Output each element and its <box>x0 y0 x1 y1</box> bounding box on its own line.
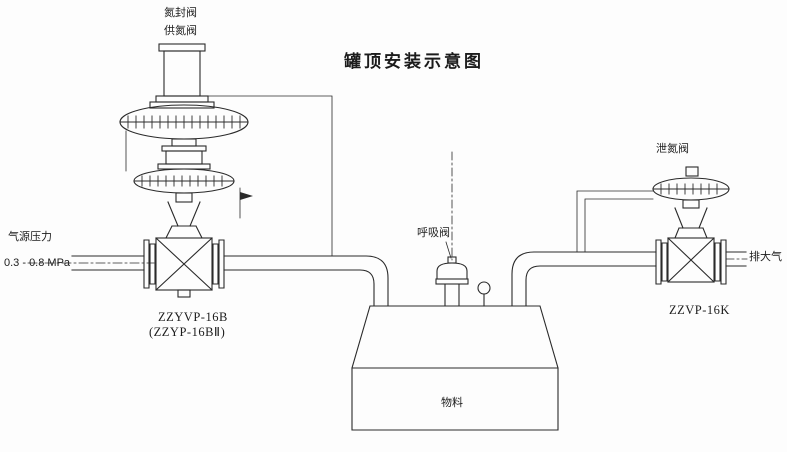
supply-valve-flange-1 <box>155 95 209 103</box>
actuator-neck-1 <box>171 138 197 147</box>
upper-diaphragm-bolts <box>127 115 241 129</box>
pipe-valve-to-tank-inner <box>223 269 375 307</box>
supply-valve-cap <box>158 43 206 52</box>
relief-valve-bonnet <box>674 227 708 239</box>
relief-valve-body-cross <box>667 237 715 283</box>
sensing-line-left-path <box>207 95 333 257</box>
relief-stem-neck <box>682 199 700 209</box>
label-breathing-valve: 呼吸阀 <box>417 227 450 239</box>
valve-bonnet <box>165 225 203 239</box>
inlet-pipe <box>27 255 155 271</box>
label-tank-material: 物料 <box>441 397 463 409</box>
sensing-line-right-inner <box>584 198 654 253</box>
actuator-flange-4 <box>157 163 211 170</box>
relief-flange-right <box>714 239 727 285</box>
lower-diaphragm-bolts <box>141 175 223 187</box>
lever-flag-icon <box>240 192 253 200</box>
vent-pipe <box>725 251 748 267</box>
pipe-valve-to-tank <box>223 255 389 307</box>
supply-valve-flange-2 <box>149 101 215 109</box>
breathing-valve-neck <box>444 283 460 307</box>
breathing-valve-knob <box>447 256 457 264</box>
label-vent-to-atmosphere: 排大气 <box>749 251 782 263</box>
relief-valve-yoke <box>674 207 708 229</box>
breathing-valve <box>435 241 469 307</box>
label-nitrogen-relief-valve: 泄氮阀 <box>656 143 689 155</box>
relief-valve-top-cap <box>685 166 699 177</box>
pipe-tank-relief-outer <box>511 251 657 307</box>
stem-neck <box>175 192 193 203</box>
pipe-valve-to-tank-outer <box>223 255 389 307</box>
breathing-valve-flange <box>435 278 469 285</box>
spring-housing <box>165 150 203 165</box>
pipe-tank-to-relief-valve <box>511 251 657 307</box>
sensing-line-left <box>207 95 333 257</box>
valve-flange-left <box>143 239 156 289</box>
relief-valve-body <box>667 237 715 283</box>
breathing-valve-cap <box>436 262 468 280</box>
label-air-source-range: 0.3 - 0.8 MPa <box>4 257 71 269</box>
vent-pipe-walls <box>725 251 747 267</box>
valve-body-cross <box>155 237 213 291</box>
valve-flange-right <box>212 239 225 289</box>
blanketing-valve-assembly <box>119 43 253 298</box>
inlet-pipe-walls <box>71 255 145 271</box>
label-air-source-pressure: 气源压力 <box>8 231 52 243</box>
relief-flange-left <box>655 239 668 285</box>
tank <box>351 305 559 431</box>
pressure-gauge-dial <box>477 281 491 295</box>
label-left-valve-model: ZZYVP-16B <box>158 310 228 324</box>
label-left-valve-model-alt: (ZZYP-16BⅡ) <box>149 325 226 339</box>
relief-diaphragm-bolts <box>660 183 718 195</box>
breathing-valve-leader <box>445 241 452 259</box>
sensing-line-right <box>576 190 654 253</box>
supply-valve-cylinder <box>163 50 201 97</box>
pipe-tank-relief-inner <box>525 265 657 307</box>
valve-yoke <box>167 201 201 227</box>
label-nitrogen-seal-valve: 氮封阀 <box>164 7 197 19</box>
label-right-valve-model: ZZVP-16K <box>669 303 730 317</box>
valve-drain-stub <box>177 289 191 298</box>
relief-valve-assembly <box>652 166 730 285</box>
sensing-line-right-outer <box>576 190 654 253</box>
pressure-gauge <box>477 281 491 307</box>
diagram-title: 罐顶安装示意图 <box>344 52 484 71</box>
actuator-flange-3 <box>161 145 207 152</box>
label-nitrogen-supply-valve: 供氮阀 <box>164 25 197 37</box>
